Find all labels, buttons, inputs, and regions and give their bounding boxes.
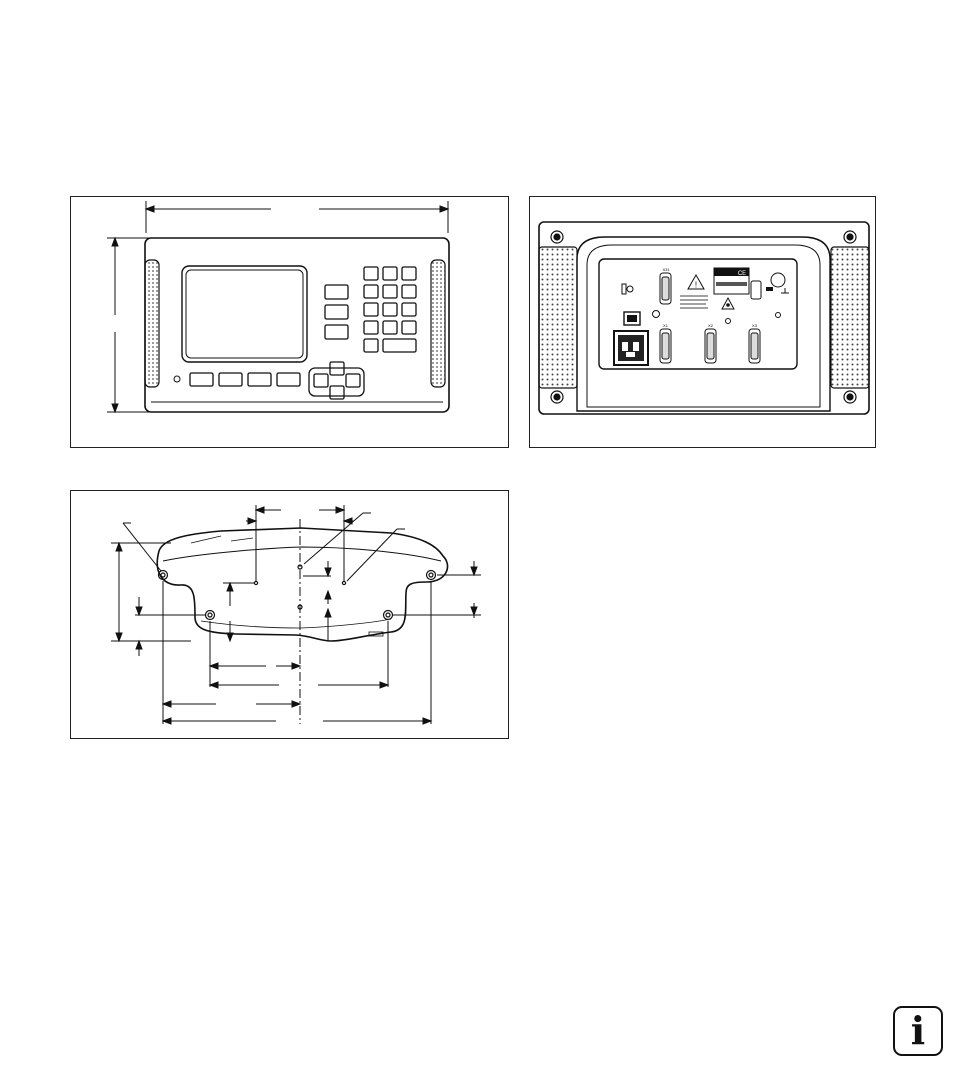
display-screen [181,265,308,363]
rear-recess [576,236,831,412]
rear-view-drawing: ! CE [538,221,870,415]
connector-label-x1: X1 [663,323,669,328]
connector-label-x2: X2 [708,323,714,328]
arrow-keys [308,361,365,400]
connector-x2 [704,328,717,364]
corner-screws [550,230,857,404]
bottom-view-drawing [111,505,481,725]
right-grip [430,259,446,388]
dimension-lines [111,505,481,725]
rear-right-grip [830,246,870,389]
info-icon[interactable]: i [893,1006,943,1056]
connector-x3 [748,328,761,364]
connector-label-x31: X31 [662,267,670,272]
warning-triangle [687,273,705,290]
rear-view-figure: ! CE [529,196,876,448]
ce-mark: CE [738,271,746,277]
info-icon-glyph: i [910,1008,926,1053]
bottom-view-figure [70,490,509,739]
rear-left-grip [538,246,578,389]
warning-symbol: ! [695,281,697,290]
axis-keys [324,284,349,340]
width-dimension-line [144,201,450,233]
soft-keys [189,372,301,387]
front-view-drawing [107,201,450,414]
numeric-keypad [363,266,417,353]
bottom-housing-outline [156,527,449,642]
connector-x31 [659,272,672,305]
left-grip [144,259,160,388]
power-led [173,375,181,383]
height-dimension-line [107,236,149,414]
connector-label-x3: X3 [752,323,758,328]
front-view-figure [70,196,509,448]
connector-x1 [659,328,672,364]
